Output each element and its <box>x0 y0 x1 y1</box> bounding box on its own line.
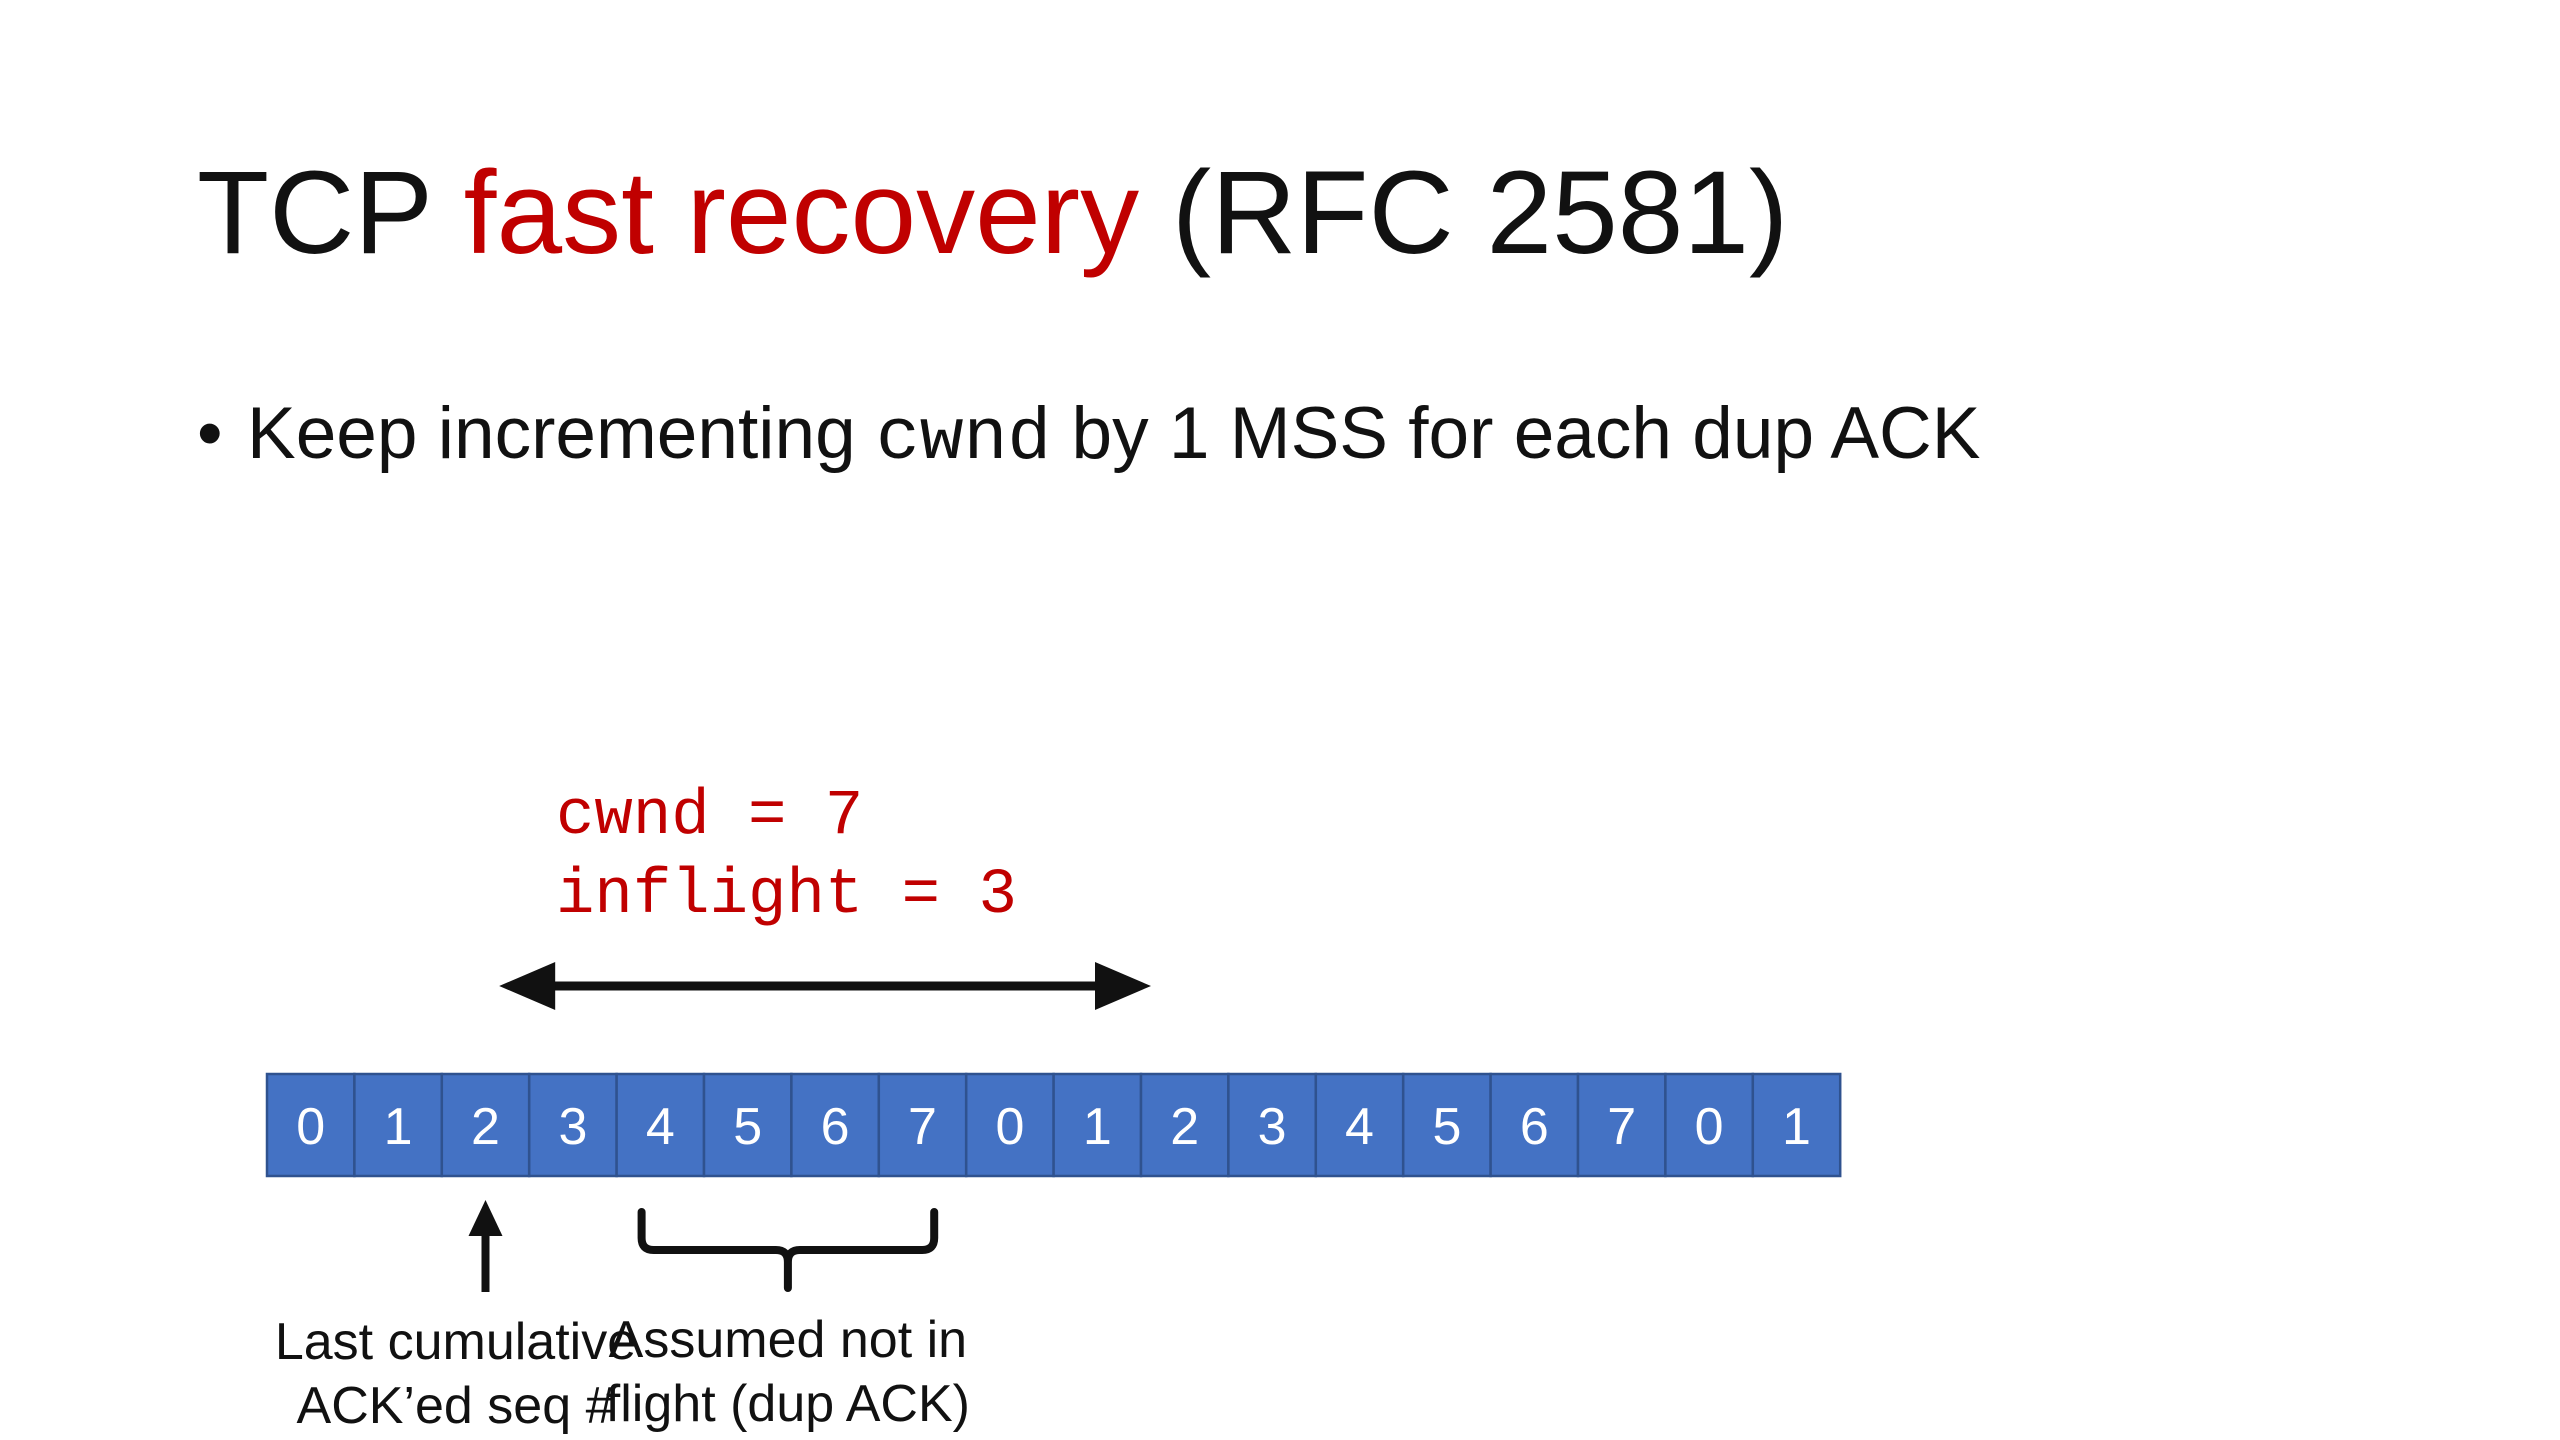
segment-5: 5 <box>702 1072 793 1178</box>
segment-label: 0 <box>995 1098 1024 1156</box>
segment-label: 4 <box>1345 1098 1374 1156</box>
title-prefix: TCP <box>197 147 464 279</box>
cwnd-value-label: cwnd = 7 <box>556 781 864 853</box>
segment-label: 6 <box>821 1098 850 1156</box>
segment-label: 5 <box>1432 1098 1461 1156</box>
last-acked-arrow <box>468 1200 503 1292</box>
not-in-flight-caption-line2: flight (dup ACK) <box>605 1375 970 1433</box>
bullet-text-after: by 1 MSS for each dup ACK <box>1051 393 1981 474</box>
segment-box <box>615 1072 706 1178</box>
segment-label: 2 <box>1170 1098 1199 1156</box>
last-acked-caption-line2: ACK’ed seq # <box>296 1377 615 1435</box>
segment-box <box>1664 1072 1755 1178</box>
last-acked-caption-line1: Last cumulative <box>274 1313 637 1371</box>
not-in-flight-brace-path <box>637 1208 939 1292</box>
segment-box <box>1401 1072 1492 1178</box>
bullet-code-cwnd: cwnd <box>875 397 1052 480</box>
segment-box <box>1489 1072 1580 1178</box>
segment-10: 2 <box>1139 1072 1230 1178</box>
segment-box <box>1139 1072 1230 1178</box>
segment-label: 3 <box>558 1098 587 1156</box>
not-in-flight-caption: Assumed not in flight (dup ACK) <box>588 1308 988 1436</box>
segment-6: 6 <box>790 1072 881 1178</box>
segment-16: 0 <box>1664 1072 1755 1178</box>
last-acked-arrow-head <box>468 1200 503 1236</box>
inflight-value-label: inflight = 3 <box>556 860 1017 932</box>
segment-label: 5 <box>733 1098 762 1156</box>
segment-label: 6 <box>1520 1098 1549 1156</box>
window-double-arrow <box>499 962 1151 1010</box>
segment-label: 7 <box>908 1098 937 1156</box>
slide-title: TCP fast recovery (RFC 2581) <box>197 148 1788 278</box>
window-arrow-right-head <box>1095 962 1151 1010</box>
segment-15: 7 <box>1576 1072 1667 1178</box>
segment-0: 0 <box>265 1072 356 1178</box>
segment-1: 1 <box>353 1072 444 1178</box>
segment-11: 3 <box>1227 1072 1318 1178</box>
segment-12: 4 <box>1314 1072 1405 1178</box>
segment-7: 7 <box>877 1072 968 1178</box>
title-suffix: (RFC 2581) <box>1139 147 1789 279</box>
segment-box <box>964 1072 1055 1178</box>
segment-17: 1 <box>1751 1072 1842 1178</box>
bullet-marker: • <box>197 393 223 474</box>
window-arrow-left-head <box>499 962 556 1010</box>
segment-label: 1 <box>1083 1098 1112 1156</box>
not-in-flight-brace <box>637 1208 939 1292</box>
segment-box <box>702 1072 793 1178</box>
segment-box <box>790 1072 881 1178</box>
segment-13: 5 <box>1401 1072 1492 1178</box>
segment-box <box>265 1072 356 1178</box>
segment-4: 4 <box>615 1072 706 1178</box>
segment-label: 3 <box>1258 1098 1287 1156</box>
segment-box <box>1751 1072 1842 1178</box>
segment-label: 1 <box>1782 1098 1811 1156</box>
not-in-flight-caption-line1: Assumed not in <box>608 1311 968 1369</box>
segment-2: 2 <box>440 1072 531 1178</box>
bullet-text-before: Keep incrementing <box>247 393 876 474</box>
segment-label: 4 <box>646 1098 675 1156</box>
segment-box <box>527 1072 618 1178</box>
segment-label: 1 <box>384 1098 413 1156</box>
segment-label: 2 <box>471 1098 500 1156</box>
segment-14: 6 <box>1489 1072 1580 1178</box>
last-acked-caption: Last cumulative ACK’ed seq # <box>271 1310 641 1438</box>
title-highlight: fast recovery <box>463 147 1140 279</box>
segment-box <box>1227 1072 1318 1178</box>
segment-box <box>1052 1072 1143 1178</box>
bullet-item: • Keep incrementing cwnd by 1 MSS for eac… <box>197 392 1980 481</box>
segment-3: 3 <box>527 1072 618 1178</box>
segment-9: 1 <box>1052 1072 1143 1178</box>
segment-label: 0 <box>1695 1098 1724 1156</box>
segment-8: 0 <box>964 1072 1055 1178</box>
segment-label: 0 <box>296 1098 325 1156</box>
segment-box <box>877 1072 968 1178</box>
segment-label: 7 <box>1607 1098 1636 1156</box>
segment-box <box>353 1072 444 1178</box>
